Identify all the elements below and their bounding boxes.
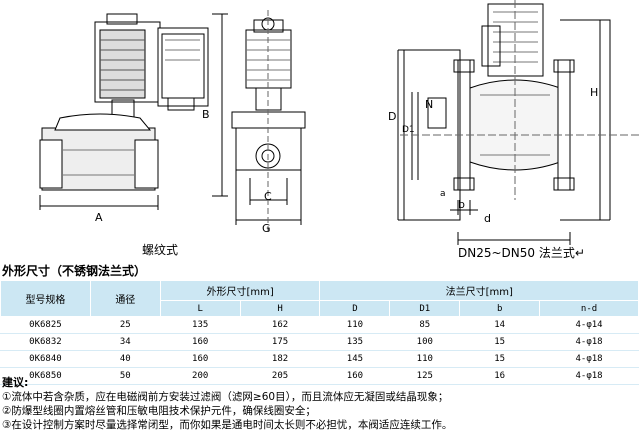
- table-row: 0K6840 40 160 182 145 110 15 4-φ18: [0, 350, 639, 368]
- dim-label-b: B: [202, 108, 210, 121]
- threaded-caption: 螺纹式: [142, 243, 179, 257]
- col-header-bore: 通径: [89, 280, 161, 317]
- cell-d: 145: [319, 350, 391, 368]
- cell-l: 160: [159, 350, 241, 368]
- subheader-nd: n-d: [539, 300, 639, 317]
- cell-nd: 4-φ18: [539, 333, 639, 351]
- dim-label-b-small: b: [458, 198, 465, 211]
- spec-table: 型号规格 通径 外形尺寸[mm] 法兰尺寸[mm] L H D D1 b n-d…: [0, 280, 639, 385]
- table-header-row: 型号规格 通径 外形尺寸[mm] 法兰尺寸[mm]: [0, 280, 639, 317]
- cell-h: 175: [239, 333, 321, 351]
- cell-d: 135: [319, 333, 391, 351]
- cell-nd: 4-φ18: [539, 350, 639, 368]
- cell-d1: 125: [389, 367, 461, 385]
- dim-label-c: C: [264, 190, 272, 203]
- cell-b: 14: [459, 316, 541, 334]
- subheader-h: H: [239, 300, 321, 317]
- dim-label-a: A: [95, 211, 103, 224]
- dim-label-h: H: [590, 86, 598, 99]
- notes-section: 建议: ①流体中若含杂质，应在电磁阀前方安装过滤阀（滤网≥60目），而且流体应无…: [2, 376, 452, 432]
- dim-label-d-small: d: [484, 212, 491, 225]
- cell-nd: 4-φ14: [539, 316, 639, 334]
- dim-label-d1: D1: [402, 125, 415, 135]
- cell-d1: 85: [389, 316, 461, 334]
- table-row: 0K6850 50 200 205 160 125 16 4-φ18: [0, 367, 639, 385]
- flanged-valve-view: [397, 0, 640, 245]
- cell-b: 15: [459, 350, 541, 368]
- subheader-l: L: [159, 300, 241, 317]
- col-header-outer: 外形尺寸[mm]: [159, 280, 321, 301]
- table-row: 0K6825 25 135 162 110 85 14 4-φ14: [0, 316, 639, 334]
- subheader-b: b: [459, 300, 541, 317]
- notes-title: 建议:: [2, 376, 29, 389]
- threaded-valve-side-view: [39, 13, 228, 210]
- cell-bore: 50: [89, 367, 161, 385]
- cell-l: 200: [159, 367, 241, 385]
- cell-l: 135: [159, 316, 241, 334]
- cell-h: 162: [239, 316, 321, 334]
- cell-b: 16: [459, 367, 541, 385]
- table-row: 0K6832 34 160 175 135 100 15 4-φ18: [0, 333, 639, 351]
- cell-d: 110: [319, 316, 391, 334]
- cell-l: 160: [159, 333, 241, 351]
- dim-label-d: D: [388, 110, 396, 123]
- cell-d: 160: [319, 367, 391, 385]
- cell-model: 0K6832: [0, 333, 91, 351]
- note-item: ③在设计控制方案时尽量选择常闭型，而你如果是通电时间太长则不必担忧，本阀适应连续…: [2, 419, 453, 431]
- cell-model: 0K6850: [0, 367, 91, 385]
- cell-nd: 4-φ18: [539, 367, 639, 385]
- cell-h: 205: [239, 367, 321, 385]
- subheader-d: D: [319, 300, 391, 317]
- col-header-flange: 法兰尺寸[mm]: [319, 280, 639, 301]
- cell-h: 182: [239, 350, 321, 368]
- cell-d1: 110: [389, 350, 461, 368]
- note-item: ②防爆型线圈内置熔丝管和压敏电阻技术保护元件，确保线圈安全；: [2, 405, 316, 417]
- note-item: ①流体中若含杂质，应在电磁阀前方安装过滤阀（滤网≥60目），而且流体应无凝固或结…: [2, 391, 449, 403]
- col-header-model: 型号规格: [0, 280, 91, 317]
- cell-model: 0K6825: [0, 316, 91, 334]
- table-subheader-row: L H D D1 b n-d: [1, 300, 639, 317]
- dim-label-n: N: [425, 98, 433, 111]
- flanged-caption: DN25~DN50 法兰式↵: [458, 246, 585, 260]
- cell-bore: 25: [89, 316, 161, 334]
- cell-d1: 100: [389, 333, 461, 351]
- cell-bore: 40: [89, 350, 161, 368]
- section-title: 外形尺寸（不锈钢法兰式）: [2, 264, 147, 278]
- cell-b: 15: [459, 333, 541, 351]
- threaded-valve-front-view: [231, 10, 306, 235]
- cell-bore: 34: [89, 333, 161, 351]
- technical-drawing: A B C G H D D1 N d b a: [39, 0, 640, 245]
- subheader-d1: D1: [389, 300, 461, 317]
- dim-label-g: G: [262, 222, 271, 235]
- dim-label-a-small: a: [440, 189, 446, 199]
- cell-model: 0K6840: [0, 350, 91, 368]
